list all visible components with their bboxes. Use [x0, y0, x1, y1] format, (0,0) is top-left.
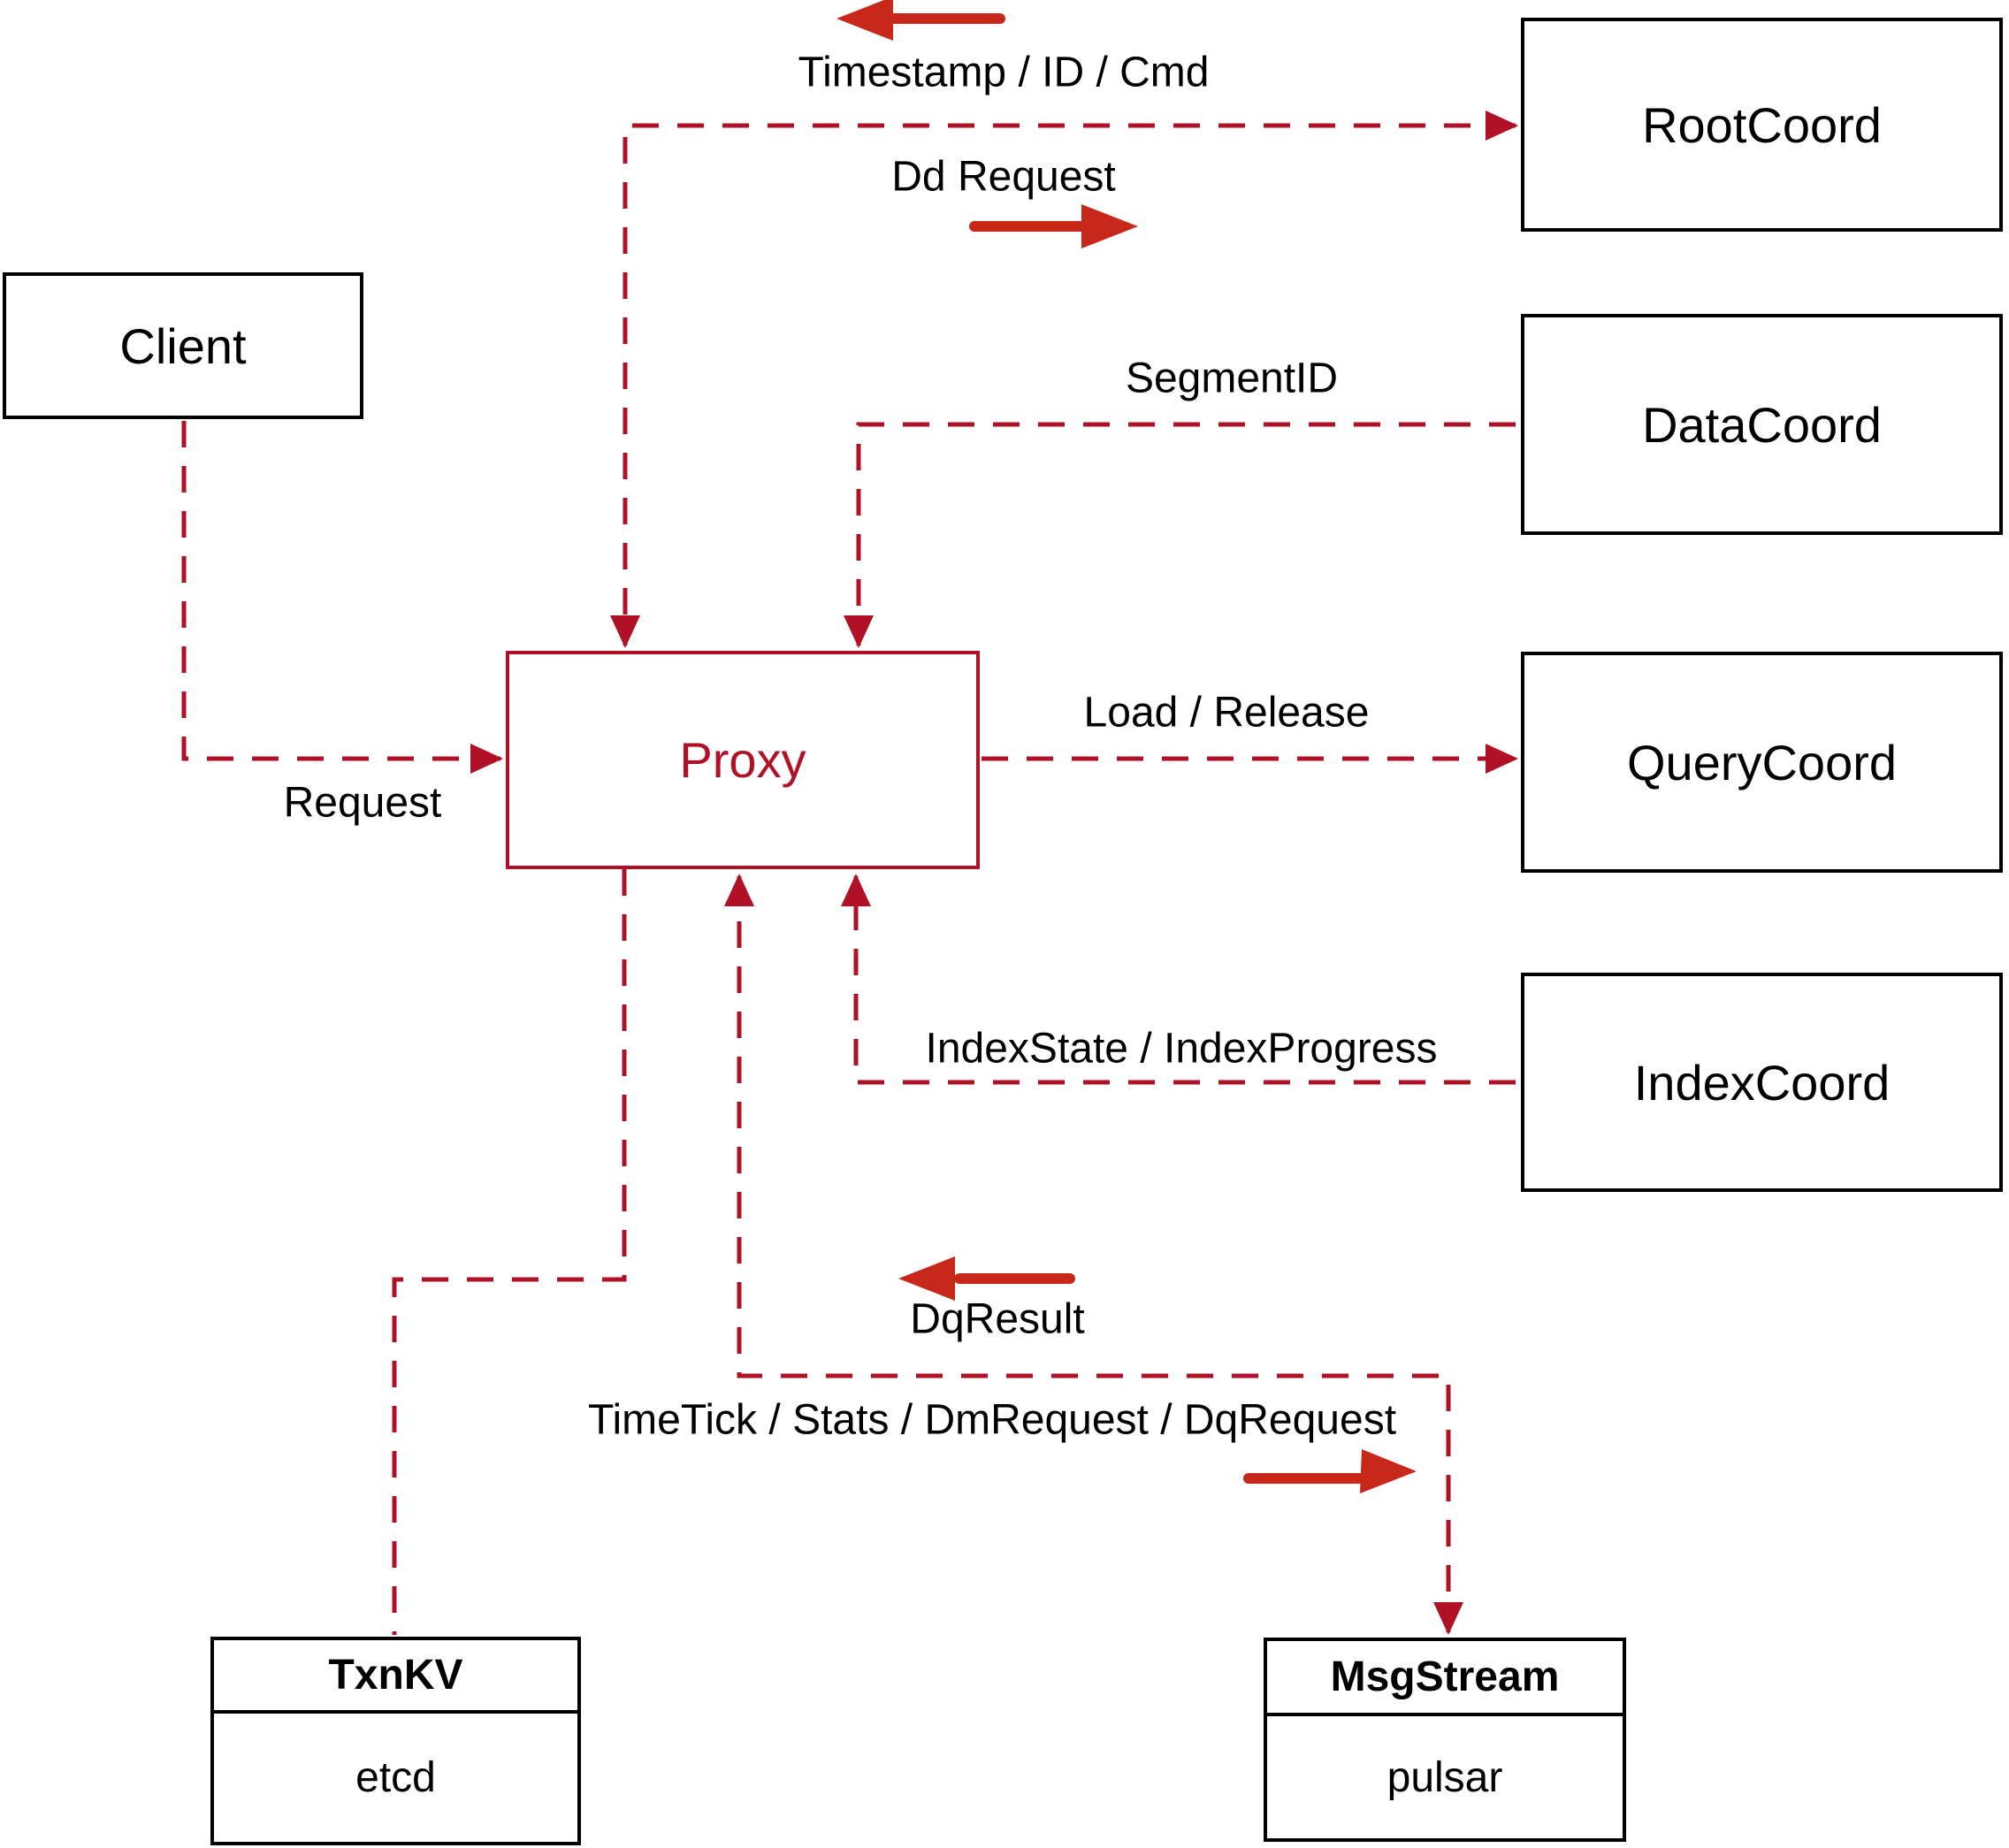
edge-proxy-txnkv	[392, 869, 627, 1635]
node-proxy-label: Proxy	[679, 732, 806, 788]
node-querycoord: QueryCoord	[1521, 652, 2003, 873]
edge-label-timetick-stats: TimeTick / Stats / DmRequest / DqRequest	[587, 1396, 1397, 1444]
node-txnkv-impl: etcd	[355, 1754, 436, 1801]
edge-label-timestamp-id-cmd: Timestamp / ID / Cmd	[798, 49, 1210, 96]
edge-label-segment-id: SegmentID	[1125, 355, 1339, 402]
arrow-dq-result-left	[898, 1256, 1075, 1301]
edge-rootcoord-proxy	[610, 111, 1518, 648]
node-indexcoord-label: IndexCoord	[1633, 1054, 1891, 1111]
edge-proxy-msgstream	[724, 874, 1463, 1635]
node-querycoord-label: QueryCoord	[1626, 734, 1898, 790]
edge-label-request: Request	[283, 779, 442, 827]
edge-label-dq-result: DqResult	[910, 1295, 1085, 1343]
node-client-label: Client	[119, 317, 247, 374]
arrow-timetick-right	[1243, 1449, 1417, 1493]
edge-label-load-release: Load / Release	[1083, 689, 1370, 737]
node-indexcoord: IndexCoord	[1521, 973, 2003, 1192]
node-proxy: Proxy	[506, 651, 980, 869]
edge-label-dd-request: Dd Request	[891, 153, 1116, 201]
node-client: Client	[3, 272, 363, 419]
node-msgstream-impl: pulsar	[1386, 1753, 1503, 1801]
node-msgstream: MsgStream pulsar	[1264, 1638, 1626, 1842]
node-datacoord: DataCoord	[1521, 314, 2003, 535]
node-datacoord-label: DataCoord	[1642, 396, 1882, 453]
edge-label-index-state-progress: IndexState / IndexProgress	[925, 1025, 1438, 1073]
edge-client-proxy	[181, 421, 503, 774]
node-rootcoord: RootCoord	[1521, 18, 2003, 232]
arrow-timestamp-left	[836, 0, 1005, 41]
arrow-dd-request-right	[969, 204, 1138, 248]
node-msgstream-title: MsgStream	[1267, 1641, 1623, 1716]
node-txnkv: TxnKV etcd	[210, 1637, 581, 1845]
edge-datacoord-proxy	[844, 422, 1516, 648]
node-txnkv-title: TxnKV	[214, 1640, 577, 1714]
node-rootcoord-label: RootCoord	[1642, 96, 1882, 153]
